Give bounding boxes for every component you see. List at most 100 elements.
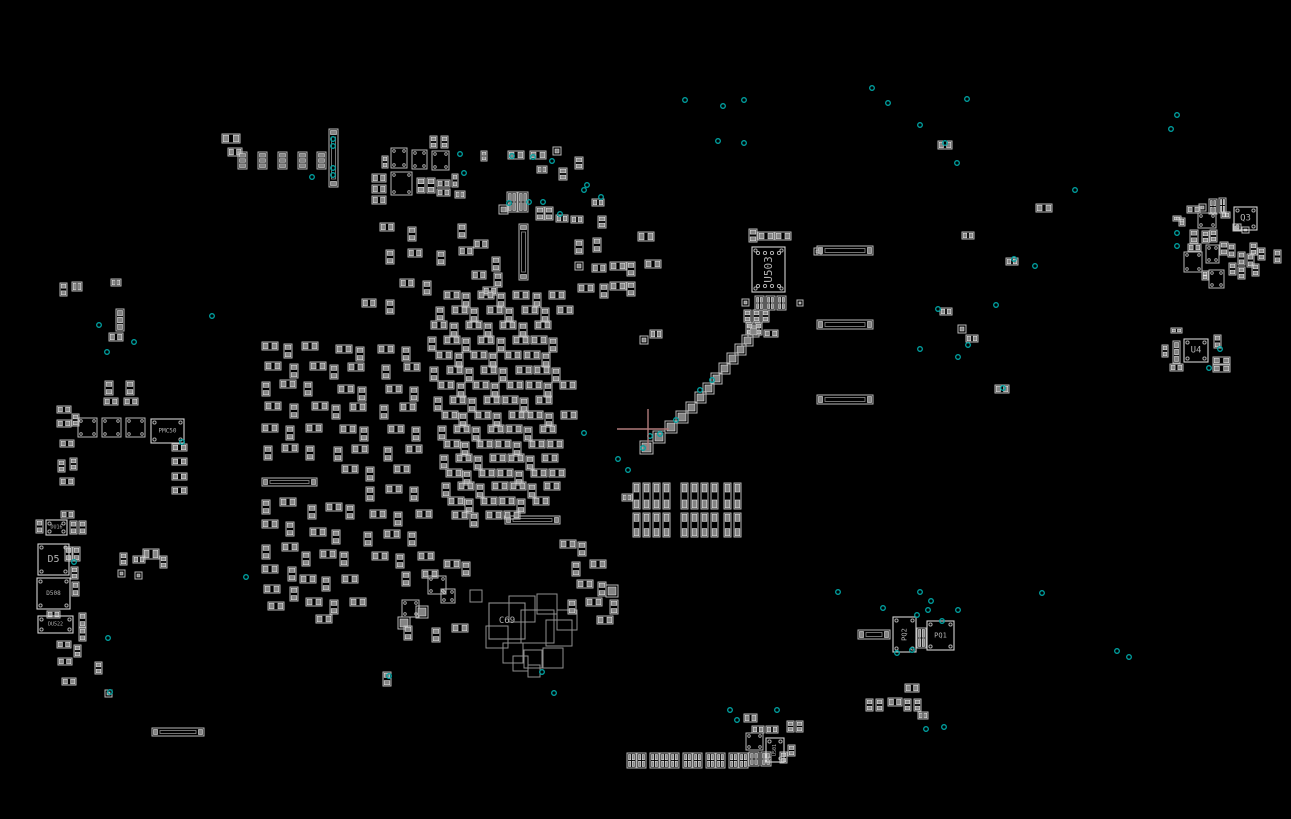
- component-outline: [46, 610, 61, 619]
- component-outline: [690, 512, 699, 538]
- via-testpoint: [697, 387, 703, 393]
- component-outline: [381, 364, 391, 380]
- component-u4: U4: [1183, 338, 1209, 363]
- via-testpoint: [625, 467, 631, 473]
- component-outline: [662, 512, 671, 538]
- component-outline: [1201, 230, 1210, 244]
- via-testpoint: [549, 158, 555, 164]
- component-outline: [371, 184, 387, 194]
- component-outline: [786, 720, 795, 733]
- component-outline: [361, 298, 377, 308]
- component-outline: [371, 551, 389, 561]
- component-outline: [626, 752, 637, 769]
- component-outline: [589, 559, 607, 569]
- component-outline: [421, 569, 439, 579]
- component-outline: [1257, 247, 1266, 261]
- component-outline: [469, 589, 483, 603]
- via-testpoint: [1114, 648, 1120, 654]
- via-testpoint: [386, 673, 392, 679]
- component-outline: [596, 615, 614, 625]
- component-du522: DU522: [37, 615, 74, 634]
- component-outline: [395, 553, 405, 569]
- component-outline: [875, 698, 884, 712]
- component-outline: [77, 417, 98, 438]
- component-outline: [536, 593, 558, 615]
- component-outline: [59, 282, 68, 297]
- connector-bar: [261, 477, 318, 487]
- component-outline: [585, 597, 603, 607]
- connector-bar: [151, 727, 205, 737]
- component-outline: [257, 151, 268, 170]
- via-testpoint: [835, 589, 841, 595]
- component-outline: [639, 335, 649, 345]
- component-outline: [436, 188, 451, 197]
- component-outline: [498, 204, 509, 215]
- component-outline: [279, 497, 297, 507]
- component-outline: [574, 239, 584, 255]
- via-testpoint: [880, 605, 886, 611]
- component-outline: [309, 361, 327, 371]
- component-outline: [509, 481, 527, 491]
- component-outline: [471, 426, 481, 442]
- component-outline: [512, 290, 530, 300]
- component-outline: [422, 280, 432, 296]
- component-u503: U503: [751, 246, 786, 293]
- component-outline: [718, 362, 731, 375]
- component-outline: [347, 362, 365, 372]
- component-outline: [56, 405, 72, 414]
- component-outline: [533, 365, 551, 375]
- component-outline: [491, 256, 501, 272]
- via-testpoint: [955, 354, 961, 360]
- component-outline: [478, 468, 496, 478]
- component-outline: [536, 165, 548, 174]
- via-testpoint: [774, 707, 780, 713]
- via-testpoint: [1174, 230, 1180, 236]
- component-outline: [494, 439, 512, 449]
- via-testpoint: [954, 160, 960, 166]
- component-label: PQ1: [934, 632, 947, 640]
- component-outline: [523, 350, 541, 360]
- component-outline: [59, 439, 75, 448]
- component-outline: [454, 352, 464, 368]
- component-outline: [134, 571, 143, 580]
- component-outline: [521, 305, 539, 315]
- component-outline: [1228, 262, 1237, 276]
- component-outline: [159, 555, 168, 569]
- component-outline: [349, 402, 367, 412]
- via-testpoint: [506, 200, 512, 206]
- via-testpoint: [955, 607, 961, 613]
- component-pq1: PQ1: [926, 620, 955, 651]
- component-outline: [743, 713, 758, 723]
- component-outline: [70, 566, 79, 580]
- component-outline: [94, 661, 103, 675]
- component-outline: [733, 482, 742, 510]
- component-outline: [101, 417, 122, 438]
- via-testpoint: [720, 103, 726, 109]
- component-outline: [499, 320, 517, 330]
- component-outline: [461, 561, 471, 577]
- connector-bar: [816, 319, 874, 330]
- component-outline: [307, 504, 317, 520]
- component-pmc50: PMC50: [150, 418, 185, 444]
- component-outline: [435, 350, 453, 360]
- component-outline: [540, 307, 550, 323]
- component-outline: [675, 410, 689, 424]
- component-outline: [171, 457, 188, 466]
- component-outline: [741, 298, 750, 307]
- component-outline: [609, 261, 627, 271]
- component-outline: [765, 725, 779, 734]
- component-outline: [69, 457, 78, 471]
- component-outline: [415, 509, 433, 519]
- component-label: PMC50: [158, 428, 176, 435]
- component-outline: [443, 559, 461, 569]
- component-outline: [662, 482, 671, 510]
- component-outline: [754, 295, 765, 311]
- component-outline: [429, 366, 439, 382]
- component-outline: [723, 512, 732, 538]
- component-outline: [359, 426, 369, 442]
- component-outline: [515, 365, 533, 375]
- component-outline: [548, 337, 558, 353]
- component-outline: [514, 470, 524, 486]
